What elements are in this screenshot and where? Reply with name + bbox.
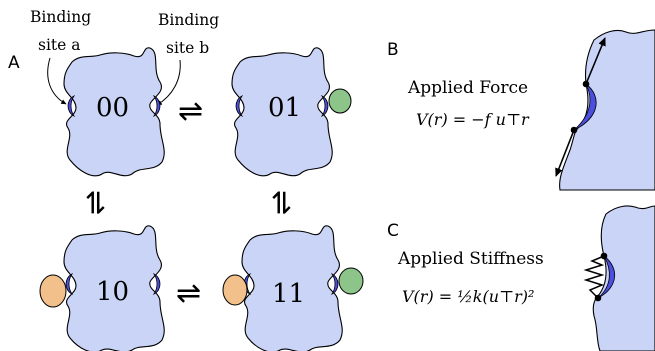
panel-a-label: A <box>8 53 20 73</box>
site-a-label-line1: Binding <box>30 8 91 26</box>
force-arrow-up <box>585 37 606 85</box>
equilibrium-arrow-left: ⇌ <box>78 190 113 215</box>
binding-site-b <box>152 94 161 118</box>
panel-c-label: C <box>387 221 399 241</box>
protein-body <box>241 225 343 351</box>
equilibrium-arrow-bottom: ⇌ <box>176 276 201 311</box>
state-label-01: 01 <box>268 93 301 123</box>
site-b-pointer-arrow <box>156 59 181 106</box>
binding-site-a <box>67 94 76 118</box>
state-label-11: 11 <box>272 279 305 309</box>
protein-state-00: 00 <box>63 47 165 177</box>
binding-site-a <box>65 272 74 296</box>
protein-body <box>63 225 165 351</box>
protein-state-10: 10 <box>39 225 165 351</box>
ligand-a <box>39 274 67 308</box>
equilibrium-arrow-top: ⇌ <box>178 94 203 129</box>
panel-b-surface <box>559 29 655 191</box>
protein-state-01: 01 <box>231 47 352 177</box>
ligand-b <box>328 88 352 114</box>
spring <box>583 255 605 299</box>
site-a-label-line2: site a <box>38 36 80 54</box>
panel-c-title: Applied Stiffness <box>397 249 544 269</box>
panel-b-title: Applied Force <box>407 78 528 98</box>
binding-site-b <box>330 272 339 296</box>
protein-state-11: 11 <box>222 225 364 351</box>
panel-c-surface <box>592 205 655 351</box>
anchor-point <box>600 252 608 260</box>
state-label-00: 00 <box>96 93 129 123</box>
panel-b-label: B <box>387 40 399 60</box>
site-a-pointer-arrow <box>47 57 67 105</box>
site-b-label-line1: Binding <box>158 11 219 29</box>
binding-site-b <box>320 94 329 118</box>
panel-b-equation: V(r) = −f u⊤r <box>416 110 530 129</box>
force-arrow-down <box>555 129 575 177</box>
state-label-10: 10 <box>96 277 129 307</box>
anchor-point <box>570 126 578 134</box>
anchor-point <box>594 294 602 302</box>
binding-site-b <box>152 272 161 296</box>
binding-site-a <box>235 94 244 118</box>
site-b-label-line2: site b <box>166 39 209 57</box>
ligand-b <box>338 267 364 295</box>
ligand-a <box>222 274 248 306</box>
panel-c-equation: V(r) = ½k(u⊤r)² <box>402 287 534 306</box>
equilibrium-arrow-right: ⇌ <box>264 190 299 215</box>
anchor-point <box>582 80 590 88</box>
